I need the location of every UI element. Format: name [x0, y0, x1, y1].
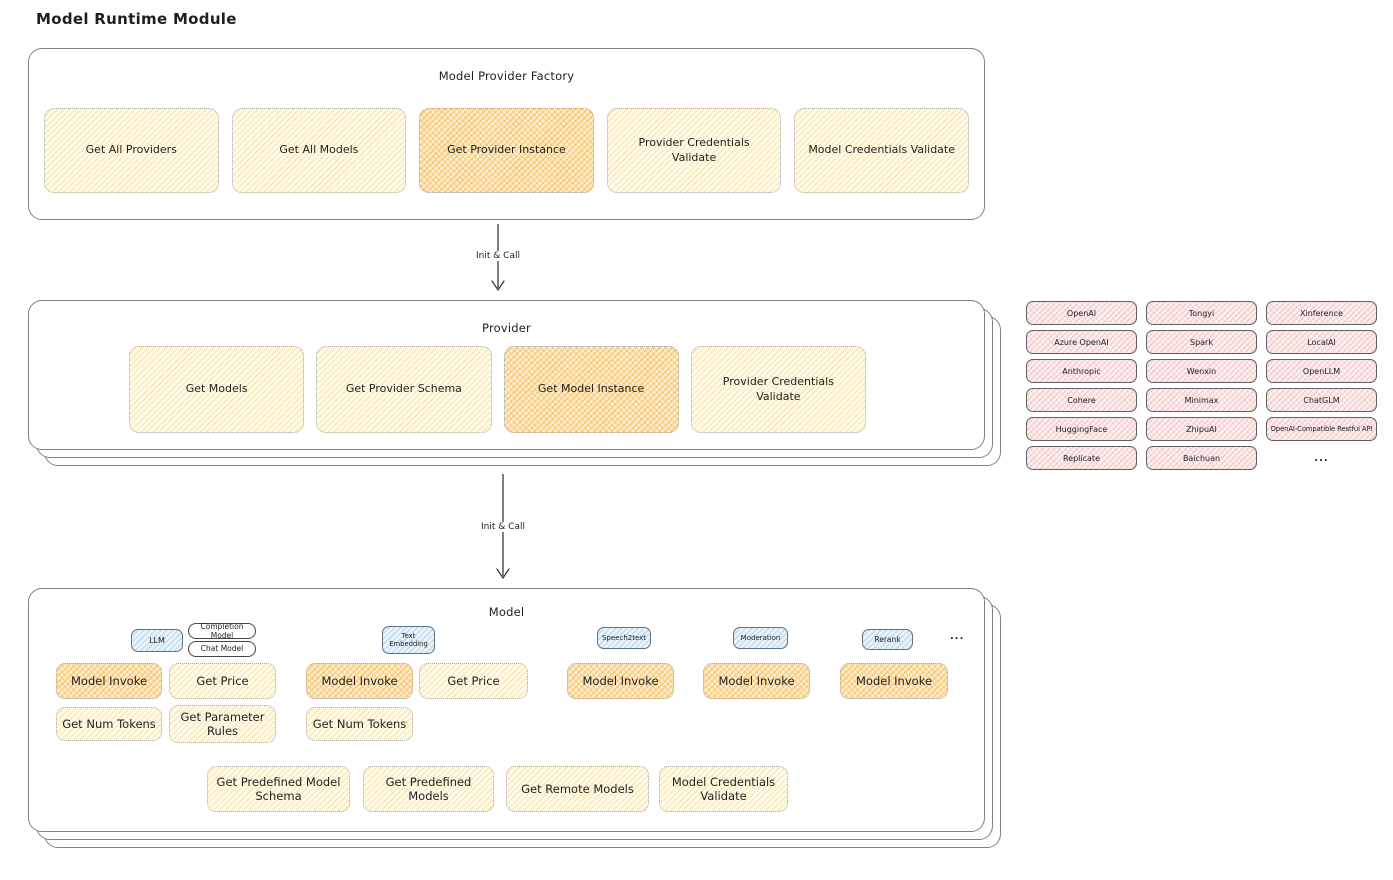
- arrow-label: Init & Call: [473, 251, 523, 261]
- provider-title: Provider: [482, 321, 531, 335]
- get-num-tokens-box: Get Num Tokens: [306, 707, 413, 741]
- tab-speech2text: Speech2text: [597, 627, 651, 649]
- factory-box: Model Provider Factory Get All Providers…: [28, 48, 985, 220]
- provider-chip: Minimax: [1146, 388, 1257, 412]
- tab-text-embedding: Text Embedding: [382, 626, 435, 654]
- get-price-box: Get Price: [419, 663, 528, 699]
- model-tabs-ellipsis: ...: [950, 631, 965, 642]
- model-box: Model LLM Completion Model Chat Model Te…: [28, 588, 1001, 848]
- tab-llm: LLM: [131, 629, 183, 652]
- provider-chip: Xinference: [1266, 301, 1377, 325]
- provider-list: OpenAI Azure OpenAI Anthropic Cohere Hug…: [1026, 301, 1377, 470]
- provider-chip: ZhipuAI: [1146, 417, 1257, 441]
- tab-completion-model: Completion Model: [188, 622, 256, 640]
- model-invoke-box: Model Invoke: [840, 663, 948, 699]
- provider-chip: Replicate: [1026, 446, 1137, 470]
- tab-moderation: Moderation: [733, 627, 788, 649]
- provider-chip: HuggingFace: [1026, 417, 1137, 441]
- get-num-tokens-box: Get Num Tokens: [56, 707, 162, 741]
- model-invoke-box: Model Invoke: [306, 663, 413, 699]
- get-price-box: Get Price: [169, 663, 276, 699]
- provider-chip: OpenAI: [1026, 301, 1137, 325]
- model-invoke-box: Model Invoke: [703, 663, 810, 699]
- model-credentials-validate-box: Model Credentials Validate: [659, 766, 788, 812]
- init-call-arrow-1: Init & Call: [473, 224, 523, 292]
- provider-chip: Wenxin: [1146, 359, 1257, 383]
- model-invoke-box: Model Invoke: [567, 663, 674, 699]
- get-remote-models-box: Get Remote Models: [506, 766, 649, 812]
- provider-chip: Tongyi: [1146, 301, 1257, 325]
- provider-box: Provider Get Models Get Provider Schema …: [28, 300, 1001, 466]
- factory-item-get-provider-instance: Get Provider Instance: [419, 108, 594, 193]
- factory-item-model-credentials-validate: Model Credentials Validate: [794, 108, 969, 193]
- provider-item-get-model-instance: Get Model Instance: [503, 346, 679, 433]
- provider-item-get-provider-schema: Get Provider Schema: [316, 346, 492, 433]
- provider-list-ellipsis: ...: [1314, 452, 1329, 464]
- provider-box-frame: Provider Get Models Get Provider Schema …: [28, 300, 985, 450]
- provider-item-get-models: Get Models: [129, 346, 305, 433]
- provider-chip: OpenLLM: [1266, 359, 1377, 383]
- provider-items-row: Get Models Get Provider Schema Get Model…: [129, 346, 866, 433]
- factory-item-get-all-providers: Get All Providers: [44, 108, 219, 193]
- provider-item-provider-credentials-validate: Provider Credentials Validate: [690, 346, 866, 433]
- get-parameter-rules-box: Get Parameter Rules: [169, 705, 276, 743]
- arrow-label: Init & Call: [478, 522, 528, 532]
- model-invoke-box: Model Invoke: [56, 663, 162, 699]
- provider-chip: Azure OpenAI: [1026, 330, 1137, 354]
- tab-chat-model: Chat Model: [188, 641, 256, 657]
- provider-chip: Baichuan: [1146, 446, 1257, 470]
- provider-chip: ChatGLM: [1266, 388, 1377, 412]
- tab-rerank: Rerank: [862, 629, 913, 650]
- provider-chip: OpenAI-Compatible Restful API: [1266, 417, 1377, 441]
- provider-chip: Anthropic: [1026, 359, 1137, 383]
- factory-items-row: Get All Providers Get All Models Get Pro…: [44, 108, 969, 193]
- provider-chip: Cohere: [1026, 388, 1137, 412]
- diagram-title: Model Runtime Module: [36, 10, 237, 28]
- get-predefined-models-box: Get Predefined Models: [363, 766, 494, 812]
- init-call-arrow-2: Init & Call: [478, 474, 528, 580]
- model-box-frame: Model LLM Completion Model Chat Model Te…: [28, 588, 985, 832]
- model-title: Model: [488, 605, 525, 619]
- factory-item-get-all-models: Get All Models: [231, 108, 407, 193]
- factory-box-frame: Model Provider Factory Get All Providers…: [28, 48, 985, 220]
- factory-title: Model Provider Factory: [438, 69, 575, 83]
- get-predefined-model-schema-box: Get Predefined Model Schema: [207, 766, 350, 812]
- factory-item-provider-credentials-validate: Provider Credentials Validate: [606, 108, 782, 193]
- provider-chip: LocalAI: [1266, 330, 1377, 354]
- provider-chip: Spark: [1146, 330, 1257, 354]
